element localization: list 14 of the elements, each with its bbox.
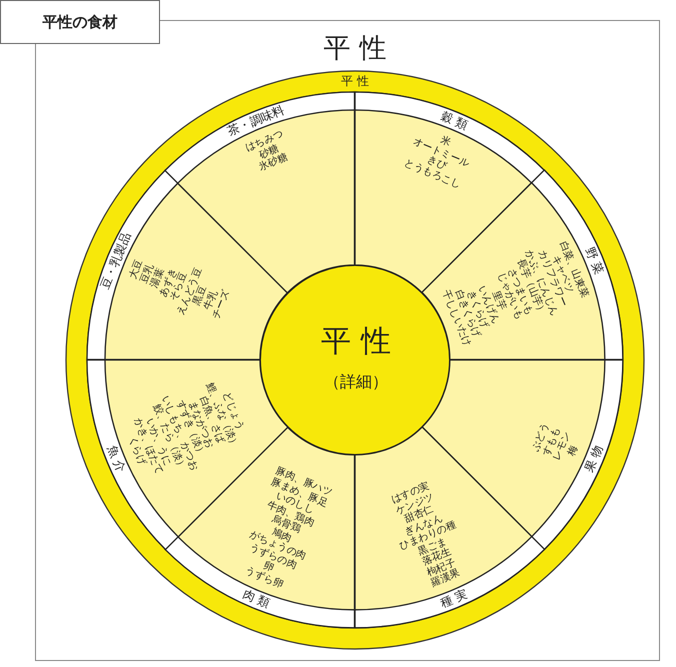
food-item: 梅: [566, 444, 582, 460]
category-label: 種 実: [438, 587, 470, 612]
title-tab: 平性の食材: [0, 0, 160, 44]
category-label: 肉 類: [240, 587, 272, 612]
category-label: 穀 類: [438, 108, 470, 133]
ring: [65, 70, 645, 650]
food-item: 米: [438, 134, 454, 148]
heading: 平 性: [322, 33, 388, 65]
category-label: 野 菜: [582, 245, 607, 277]
center-subtitle: （詳細）: [323, 372, 389, 392]
ring-label: 平 性: [340, 73, 370, 89]
category-label: 果 物: [582, 443, 607, 475]
center-title: 平 性: [320, 324, 392, 360]
category-label: 魚 介: [103, 443, 128, 475]
